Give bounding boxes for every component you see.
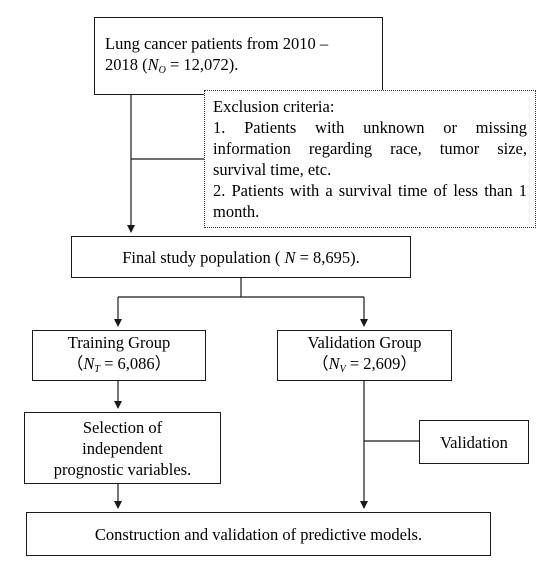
selection-line3: prognostic variables. bbox=[53, 459, 192, 479]
selection-line1: Selection of bbox=[82, 417, 163, 437]
validation-box: Validation bbox=[419, 420, 529, 464]
selection-line2: independent bbox=[82, 438, 163, 458]
validation-label: Validation bbox=[440, 432, 508, 452]
final-population-text: Final study population ( N = 8,695). bbox=[122, 247, 360, 267]
training-title: Training Group bbox=[67, 332, 171, 352]
construction-label: Construction and validation of predictiv… bbox=[94, 524, 423, 544]
final-population-box: Final study population ( N = 8,695). bbox=[71, 236, 411, 278]
validation-group-title: Validation Group bbox=[307, 332, 422, 352]
exclusion-item-2: 2. Patients with a survival time of less… bbox=[213, 181, 527, 221]
exclusion-item-1: 1. Patients with unknown or missing info… bbox=[213, 118, 527, 179]
exclusion-criteria-box: Exclusion criteria: 1. Patients with unk… bbox=[204, 90, 536, 228]
construction-box: Construction and validation of predictiv… bbox=[26, 512, 491, 556]
training-count: （NT = 6,086） bbox=[66, 353, 172, 375]
exclusion-title: Exclusion criteria: bbox=[213, 97, 335, 116]
validation-group-count: （NV = 2,609） bbox=[312, 353, 417, 375]
start-line2: 2018 (NO = 12,072). bbox=[105, 55, 239, 76]
start-line1: Lung cancer patients from 2010 – bbox=[105, 34, 329, 53]
selection-box: Selection of independent prognostic vari… bbox=[24, 412, 221, 484]
start-box: Lung cancer patients from 2010 – 2018 (N… bbox=[94, 17, 383, 95]
training-group-box: Training Group （NT = 6,086） bbox=[32, 330, 206, 381]
var-n: N bbox=[147, 55, 159, 74]
validation-group-box: Validation Group （NV = 2,609） bbox=[277, 330, 452, 381]
